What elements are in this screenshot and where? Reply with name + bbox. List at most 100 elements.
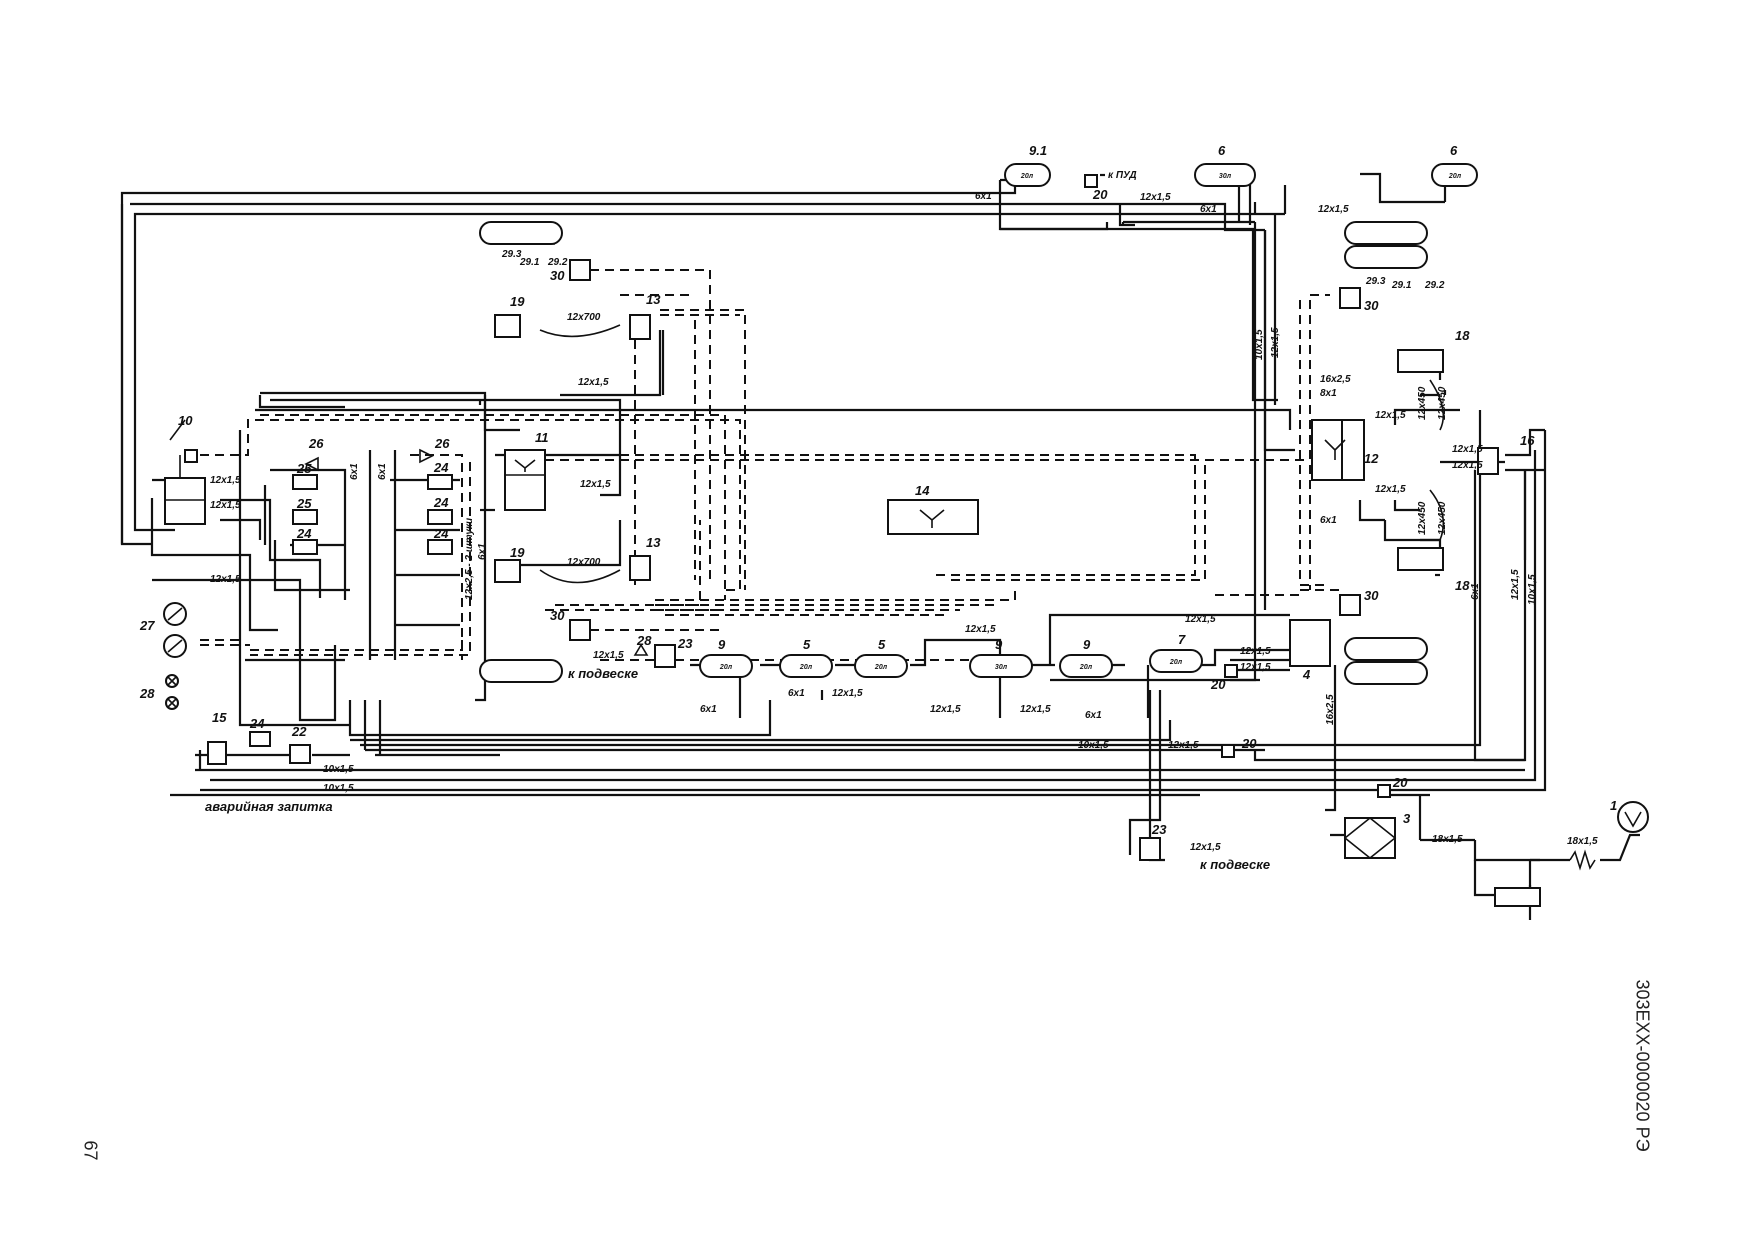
- label-29-2-a: 29.2: [547, 257, 568, 268]
- sensor-30b: [1339, 287, 1361, 309]
- label-19b: 19: [510, 545, 525, 560]
- receiver-9b: [969, 654, 1033, 678]
- label-5a: 5: [803, 637, 811, 652]
- cylinder-18b: [1397, 547, 1444, 571]
- pipe-label-12x450-a: 12х450: [1417, 386, 1428, 420]
- label-30c: 30: [550, 608, 565, 623]
- pipe-label-10x15-v2: 10х1,5: [1527, 574, 1538, 605]
- valve-24-left: [249, 731, 271, 747]
- hose-18x15: [1569, 849, 1596, 871]
- label-26a: 26: [308, 436, 324, 451]
- receiver-6b-volume: 20л: [1448, 173, 1462, 180]
- pipe-label-16x25-v: 16х2,5: [1325, 694, 1336, 725]
- pipe-label-18x15-a: 18х1,5: [1432, 834, 1463, 845]
- pipe-label-12x15-b4: 12х1,5: [965, 624, 996, 635]
- valve-25a: [292, 474, 318, 490]
- label-11: 11: [535, 430, 549, 445]
- label-29-3-a: 29.3: [501, 249, 522, 260]
- receivers: 20л 30л 20л 20л 20л 20л 30л 20л 20л: [699, 163, 1478, 678]
- pipe-label-6x1-top: 6х1: [975, 191, 992, 202]
- pipe-label-12x700-a: 12х700: [567, 312, 601, 323]
- label-9a: 9: [718, 637, 726, 652]
- valve-bottom-right: [1494, 887, 1541, 907]
- check-valve-26a: [304, 456, 319, 472]
- sensor-30c: [569, 619, 591, 641]
- component-labels: 9.1 6 6 20 10 11 14 12 13 13 16 18 18 19…: [139, 143, 1617, 837]
- label-23b: 23: [1151, 822, 1167, 837]
- air-spring-bottom-right-2: [1344, 661, 1428, 685]
- sensor-30a: [569, 259, 591, 281]
- label-28a: 28: [139, 686, 155, 701]
- pipe-label-12x15-top3: 12х1,5: [1318, 204, 1349, 215]
- label-7: 7: [1178, 632, 1186, 647]
- pipe-label-12x450-d: 12х450: [1437, 501, 1448, 535]
- valve-15: [207, 741, 227, 765]
- sensor-19b: [494, 559, 521, 583]
- fitting-20b: [1224, 664, 1238, 678]
- receiver-5a: [779, 654, 833, 678]
- pipe-label-6x1-b2: 6х1: [788, 688, 805, 699]
- control-unit-14: [887, 499, 979, 535]
- label-18b: 18: [1455, 578, 1470, 593]
- label-15: 15: [212, 710, 227, 725]
- label-to-suspension-2: к подвеске: [1200, 857, 1270, 872]
- pipe-label-12x15-l1: 12х1,5: [210, 475, 241, 486]
- valve-13a: [629, 314, 651, 340]
- label-3: 3: [1403, 811, 1411, 826]
- receiver-9a-volume: 20л: [719, 664, 733, 671]
- pipe-label-12x15-v2: 12х1,5: [1510, 569, 1521, 600]
- receiver-9-1: [1004, 163, 1051, 187]
- valve-23b: [1139, 837, 1161, 861]
- pipe-label-12x15-m1: 12х1,5: [578, 377, 609, 388]
- pipe-label-12x15-b3: 12х1,5: [1020, 704, 1051, 715]
- pipe-label-8x1: 8х1: [1320, 388, 1337, 399]
- label-4: 4: [1302, 667, 1311, 682]
- label-29-1-a: 29.1: [519, 257, 540, 268]
- pipe-label-12x450-c: 12х450: [1417, 501, 1428, 535]
- label-two-pieces: 12х2,5 - 2 штуки: [464, 518, 475, 600]
- valve-24d: [427, 539, 453, 555]
- label-30b: 30: [1364, 298, 1379, 313]
- air-spring-bottom-left: [479, 659, 563, 683]
- pipe-label-12x15-b6: 12х1,5: [1240, 646, 1271, 657]
- block-4: [1289, 619, 1331, 667]
- pipe-label-10x15-b1: 10х1,5: [1078, 740, 1109, 751]
- receiver-6a-volume: 30л: [1219, 173, 1232, 180]
- pipe-label-18x15-b: 18х1,5: [1567, 836, 1598, 847]
- pipe-label-16x25: 16х2,5: [1320, 374, 1351, 385]
- pipe-label-12x15-b7: 12х1,5: [1240, 662, 1271, 673]
- receiver-6a: [1194, 163, 1256, 187]
- pipe-label-12x15-r4: 12х1,5: [1452, 460, 1483, 471]
- label-25a: 25: [296, 461, 312, 476]
- pipe-label-12x15-r3: 12х1,5: [1452, 444, 1483, 455]
- label-29-3-b: 29.3: [1365, 276, 1386, 287]
- label-13a: 13: [646, 292, 661, 307]
- hose-12x450-a: [1429, 379, 1445, 431]
- pipe-label-6x1-top2: 6х1: [1200, 204, 1217, 215]
- valve-24a: [292, 539, 318, 555]
- fitting-20c: [1221, 744, 1235, 758]
- pipe-label-12x700-b: 12х700: [567, 557, 601, 568]
- label-28b: 28: [636, 633, 652, 648]
- label-24-left: 24: [249, 716, 265, 731]
- pipe-label-12x15-b2: 12х1,5: [930, 704, 961, 715]
- label-23a: 23: [677, 636, 693, 651]
- label-1: 1: [1610, 798, 1617, 813]
- label-to-pud: к ПУД: [1108, 170, 1137, 181]
- valve-23a: [654, 644, 676, 668]
- fitting-20a: [1084, 174, 1098, 188]
- air-spring-top-right-2: [1344, 245, 1428, 269]
- label-6b: 6: [1450, 143, 1458, 158]
- label-13b: 13: [646, 535, 661, 550]
- receiver-9a: [699, 654, 753, 678]
- label-9b: 9: [995, 637, 1003, 652]
- label-12: 12: [1364, 451, 1379, 466]
- module-11: [504, 449, 546, 511]
- label-emergency-supply: аварийная запитка: [205, 799, 333, 814]
- pipe-label-12x15-m3: 12х1,5: [593, 650, 624, 661]
- pipe-label-10x15-v1: 10х1,5: [1254, 329, 1265, 360]
- fitting-20d: [1377, 784, 1391, 798]
- pipe-label-10x15-e1: 10х1,5: [323, 764, 354, 775]
